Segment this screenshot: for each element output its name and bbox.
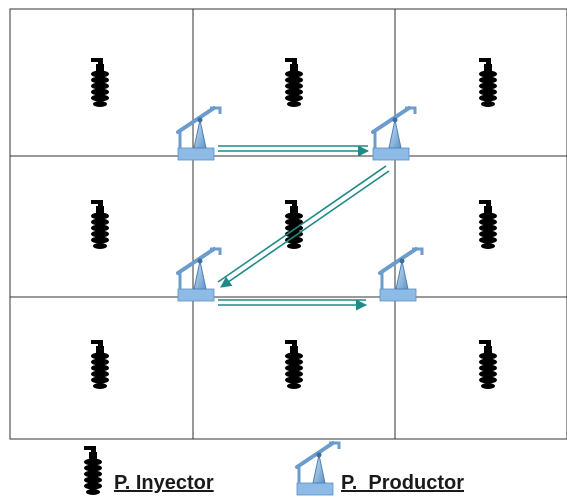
injector-well-icon bbox=[91, 200, 109, 249]
producer-pumpjack-icon bbox=[176, 247, 222, 303]
injector-well-icon bbox=[479, 58, 497, 107]
injector-wells bbox=[91, 58, 497, 389]
producer-wells bbox=[176, 106, 424, 303]
injector-well-icon bbox=[285, 340, 303, 389]
producer-pumpjack-icon bbox=[371, 106, 417, 162]
injector-well-icon bbox=[285, 58, 303, 107]
producer-pumpjack-icon bbox=[378, 247, 424, 303]
legend-injector-icon bbox=[84, 446, 102, 495]
producer-pumpjack-icon bbox=[176, 106, 222, 162]
grid bbox=[9, 8, 567, 440]
legend-injector-label: P. Inyector bbox=[114, 472, 214, 494]
flow-arrows bbox=[217, 145, 390, 311]
injector-well-icon bbox=[91, 58, 109, 107]
legend-producer-label: P. Productor bbox=[341, 472, 464, 494]
grid-border bbox=[9, 8, 567, 440]
legend-producer-icon bbox=[295, 441, 341, 497]
injector-well-icon bbox=[479, 200, 497, 249]
arrow-diagonal-a bbox=[217, 165, 387, 283]
injector-well-icon bbox=[91, 340, 109, 389]
arrow-diagonal bbox=[220, 170, 390, 288]
injector-well-icon bbox=[479, 340, 497, 389]
